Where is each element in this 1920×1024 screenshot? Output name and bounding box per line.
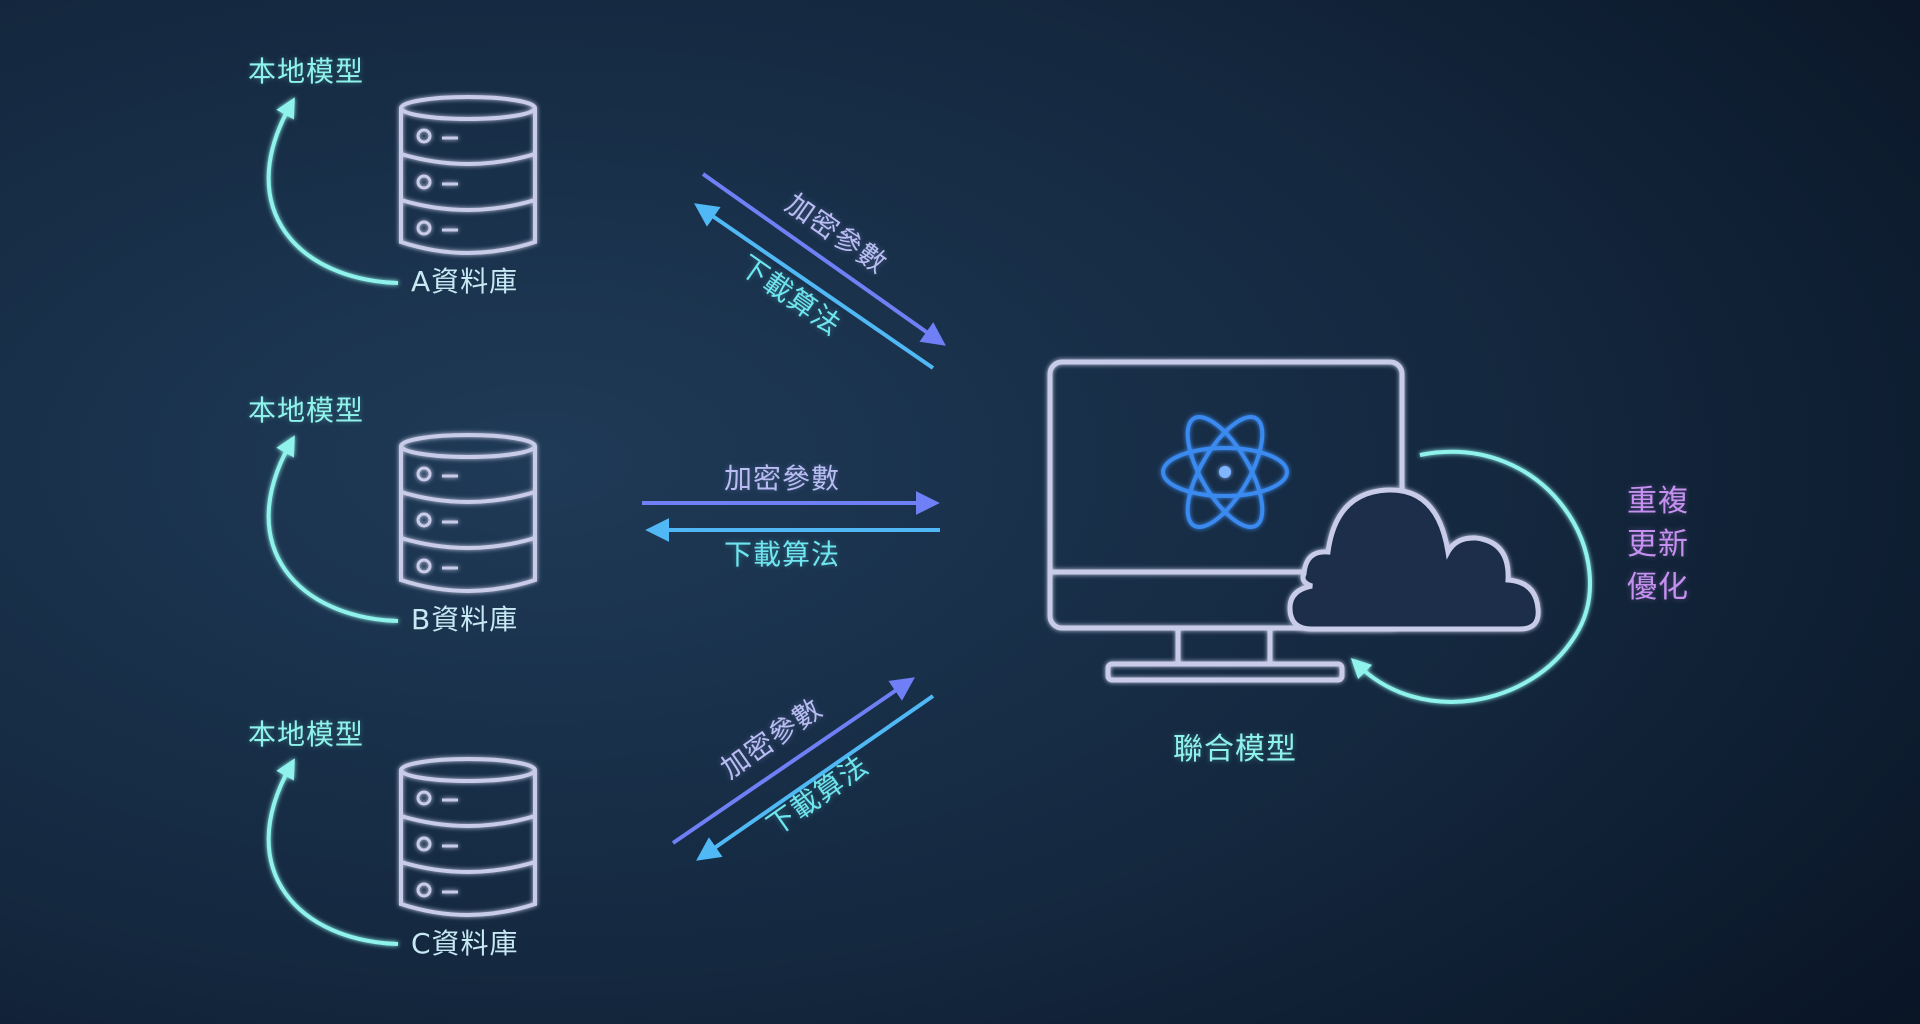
database-label-a: A資料庫 bbox=[411, 265, 519, 298]
database-label-c: C資料庫 bbox=[411, 927, 519, 960]
cloud-icon bbox=[1287, 487, 1541, 632]
local-model-arrow-a bbox=[266, 97, 399, 285]
loop-label-line-3: 優化 bbox=[1627, 570, 1689, 605]
edge-b-download-label: 下載算法 bbox=[724, 538, 841, 571]
edge-c-upload-arrow bbox=[671, 677, 915, 845]
update-loop-arrow bbox=[1350, 449, 1592, 704]
local-model-arrow-b bbox=[266, 435, 399, 623]
atom-icon bbox=[1161, 414, 1289, 530]
local-model-arrow-c bbox=[266, 758, 399, 946]
edge-a-download-arrow bbox=[694, 203, 935, 370]
edge-b-upload-label: 加密參數 bbox=[724, 462, 841, 495]
database-label-b: B資料庫 bbox=[411, 603, 519, 636]
edge-a-upload-arrow bbox=[701, 172, 946, 346]
local-model-label-b: 本地模型 bbox=[248, 394, 365, 427]
local-model-label-c: 本地模型 bbox=[248, 718, 365, 751]
local-model-label-a: 本地模型 bbox=[248, 55, 365, 88]
edge-c-download-arrow bbox=[696, 694, 935, 861]
federated-model-label: 聯合模型 bbox=[1173, 732, 1297, 767]
loop-label-line-2: 更新 bbox=[1627, 527, 1689, 562]
loop-label-line-1: 重複 bbox=[1627, 484, 1689, 519]
